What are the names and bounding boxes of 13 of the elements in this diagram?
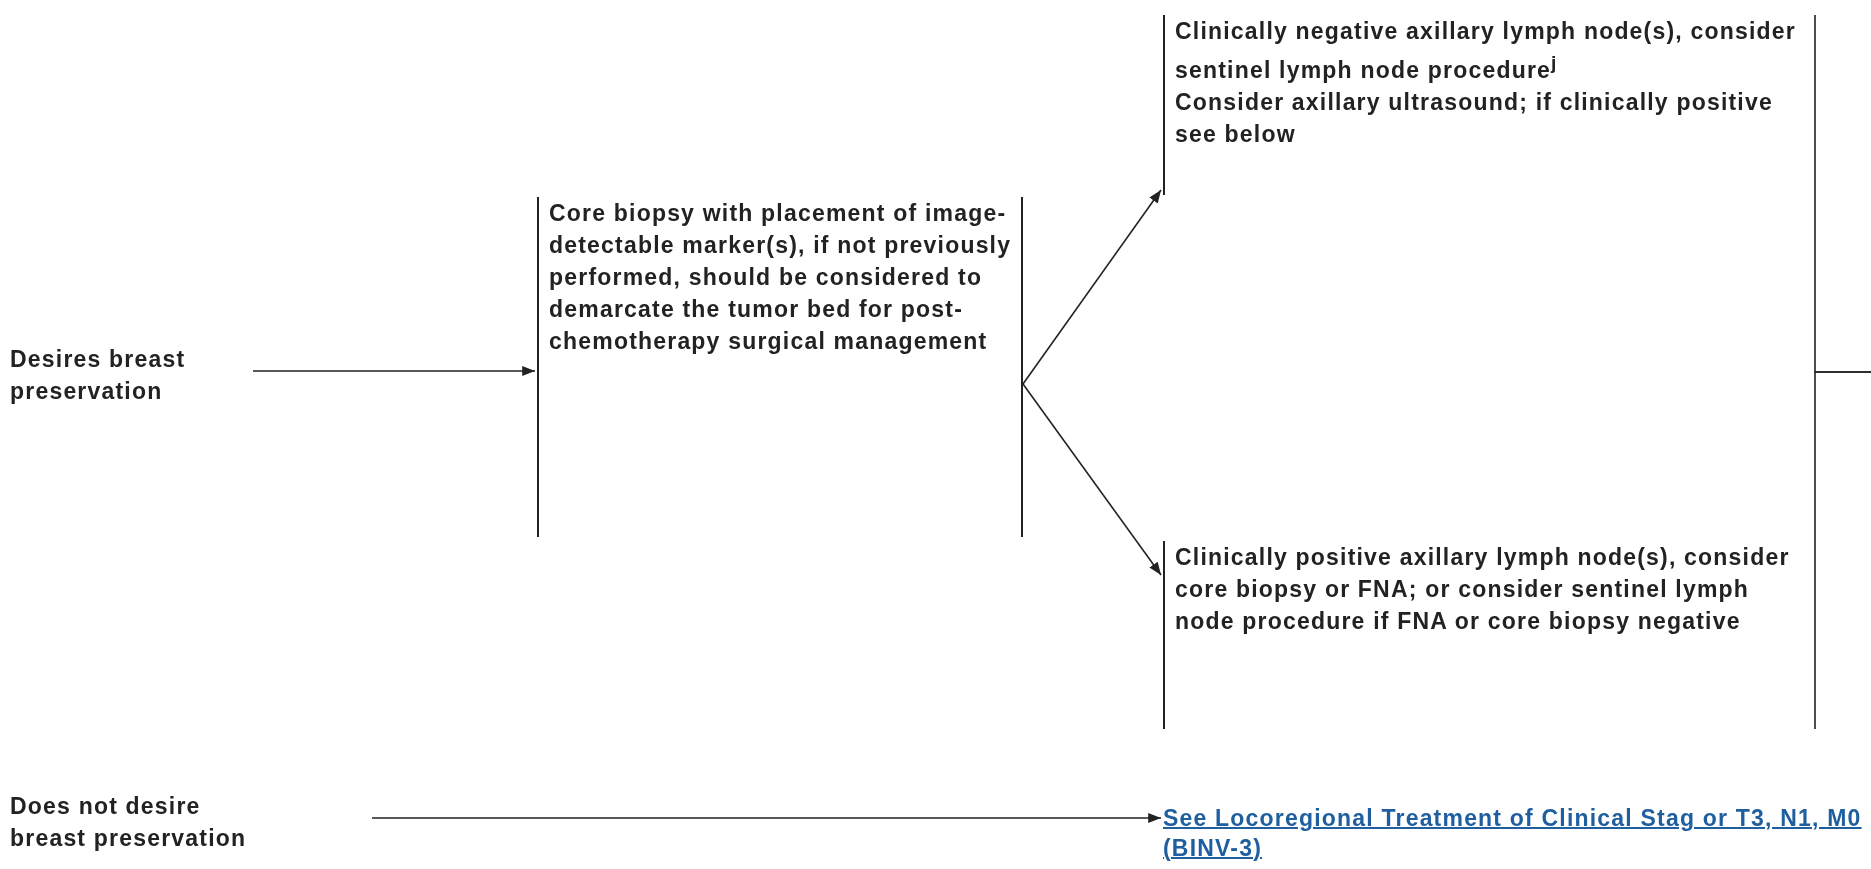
step-text: Clinically negative axillary lymph node(s), consider sentinel lymph node procedure$^{j}$ <box>1175 17 1797 85</box>
arrow <box>252 365 536 377</box>
decision-label: Desires breast preservation <box>10 343 253 407</box>
arrow <box>371 812 1162 824</box>
decision-label: Does not desire breast preservation <box>10 790 372 854</box>
arrow <box>1022 189 1162 385</box>
connector-line <box>1814 371 1871 730</box>
step-text: Core biopsy with placement of image-detectable marker(s), if not previously performed, should be considered to demarcate the tumor bed for post-chemotherapy surgical management <box>549 199 1013 356</box>
bracketed-step <box>537 197 1023 537</box>
step-text: Clinically positive axillary lymph node(s), consider core biopsy or FNA; or consider sentinel lymph node procedure if FNA or core biopsy negative <box>1175 543 1791 636</box>
step-text: Consider axillary ultrasound; if clinically positive see below <box>1175 87 1774 149</box>
arrow <box>1022 383 1162 576</box>
page-link: See Locoregional Treatment of Clinical Stag or T3, N1, M0 (BINV-3) <box>1163 803 1863 863</box>
